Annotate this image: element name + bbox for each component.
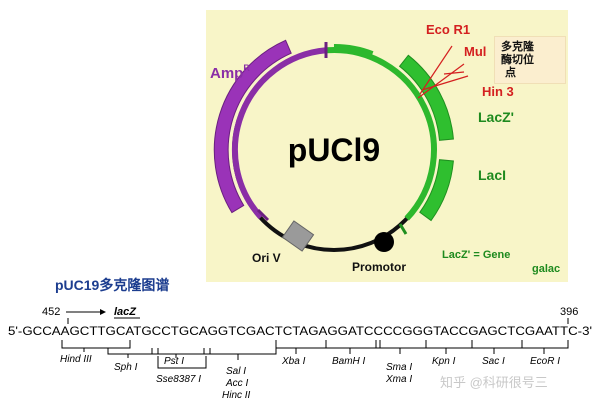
sph1-bracket xyxy=(107,348,159,355)
callout-line-1: 多克隆 xyxy=(501,41,534,53)
enzyme-sal1: Sal I xyxy=(226,366,246,377)
laci-label: LacI xyxy=(478,167,506,183)
enzyme-xma1: Xma I xyxy=(385,374,412,385)
enzyme-acc1: Acc I xyxy=(225,378,248,389)
enzyme-ecor1: EcoR I xyxy=(530,356,560,367)
amp-label-main: Amp xyxy=(210,65,243,82)
enzyme-xba1: Xba I xyxy=(281,356,306,367)
cloning-site-callout: 多克隆 酶切位 点 xyxy=(494,36,566,84)
xba1-bracket xyxy=(275,340,327,349)
sal1-bracket xyxy=(203,348,277,355)
promotor-marker xyxy=(374,232,394,252)
hind3-bracket xyxy=(61,340,131,349)
sequence-map: 452 lacZ 396 5'-GCCAAGCTTGCATGCCTGCAGGTC… xyxy=(8,306,592,401)
amp-region-arc xyxy=(231,47,327,220)
enzyme-pst1: Pst I xyxy=(164,356,184,367)
enzyme-sma1: Sma I xyxy=(386,362,412,373)
left-position-number: 452 xyxy=(42,306,60,318)
sac1-bracket xyxy=(471,340,523,349)
kpn1-bracket xyxy=(425,340,473,349)
legend-line-1: LacZ' = Gene xyxy=(442,249,510,261)
enzyme-sse8387: Sse8387 I xyxy=(156,374,201,385)
plasmid-map: pUCl9 AmpR Eco R1 Mul Hin 3 LacZ' LacI O… xyxy=(210,22,560,275)
enzyme-sac1: Sac I xyxy=(482,356,505,367)
lacz-arrow-label: lacZ xyxy=(114,306,137,318)
amp-gene-block xyxy=(213,39,292,214)
ecor1-bracket xyxy=(521,340,569,349)
legend-line-2: galac xyxy=(532,263,560,275)
enzyme-sph1: Sph I xyxy=(114,362,138,373)
bamh1-bracket xyxy=(325,340,381,349)
lacz-arrow-head xyxy=(100,309,106,315)
site-line-1 xyxy=(417,63,465,99)
section-title: pUC19多克隆图谱 xyxy=(55,277,170,293)
right-position-number: 396 xyxy=(560,306,578,318)
sse8387-bracket xyxy=(157,356,207,369)
enzyme-bamh1: BamH I xyxy=(332,356,366,367)
lacz-label: LacZ' xyxy=(478,109,514,125)
amp-label-sup: R xyxy=(243,63,250,73)
ori-v-marker xyxy=(281,220,315,252)
site-line-2 xyxy=(419,45,453,95)
ecor1-label: Eco R1 xyxy=(426,22,470,37)
mul-label: Mul xyxy=(464,44,486,59)
site-line-3 xyxy=(421,75,469,91)
enzyme-hinc2: Hinc II xyxy=(222,390,251,401)
plasmid-name-label: pUCl9 xyxy=(288,132,380,168)
laci-gene-block xyxy=(419,159,454,222)
lac-bottom-tick xyxy=(398,223,408,235)
top-green-segment xyxy=(333,43,374,59)
sma1-bracket xyxy=(375,340,427,349)
ori-v-label: Ori V xyxy=(252,251,281,265)
watermark-text: 知乎 @科研很号三 xyxy=(440,375,548,390)
dna-sequence: 5'-GCCAAGCTTGCATGCCTGCAGGTCGACTCTAGAGGAT… xyxy=(8,324,592,338)
amp-bottom-tick xyxy=(256,208,270,222)
callout-line-2: 酶切位 xyxy=(501,54,534,66)
callout-line-3: 点 xyxy=(505,67,516,79)
pst1-bracket xyxy=(151,348,211,355)
amp-label: AmpR xyxy=(210,63,250,82)
lacz-gene-block xyxy=(398,54,454,141)
enzyme-hind3: Hind III xyxy=(60,354,92,365)
hind3-label: Hin 3 xyxy=(482,84,514,99)
enzyme-kpn1: Kpn I xyxy=(432,356,456,367)
enzyme-brackets xyxy=(61,340,569,369)
promotor-label: Promotor xyxy=(352,260,406,274)
site-line-4 xyxy=(443,71,465,75)
